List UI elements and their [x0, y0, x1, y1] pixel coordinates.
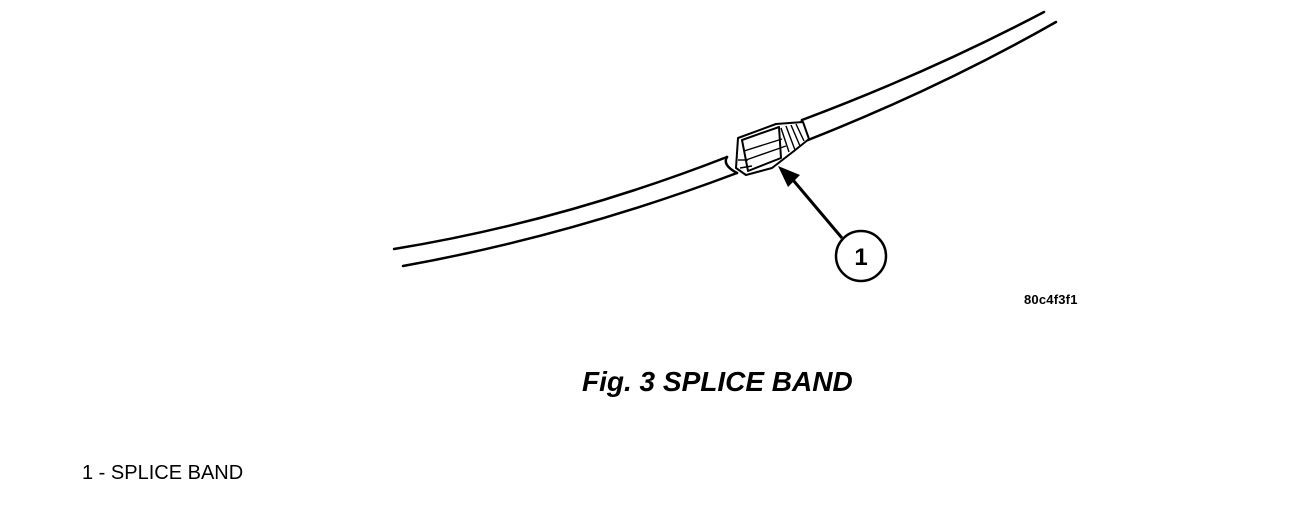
callout-leader-arrow: [778, 166, 844, 239]
figure-caption: Fig. 3 SPLICE BAND: [582, 366, 853, 397]
wire-right: [800, 10, 1058, 142]
legend: 1 - SPLICE BAND: [82, 462, 243, 485]
splice-band: [735, 121, 810, 176]
wire-left: [392, 155, 739, 268]
reference-code: 80c4f3f1: [1024, 292, 1078, 307]
legend-item-text: SPLICE BAND: [110, 462, 244, 484]
callout-bubble: 1: [834, 229, 888, 283]
legend-item-number: 1: [82, 462, 94, 484]
callout-number: 1: [854, 244, 867, 271]
legend-item-separator: -: [93, 462, 111, 484]
